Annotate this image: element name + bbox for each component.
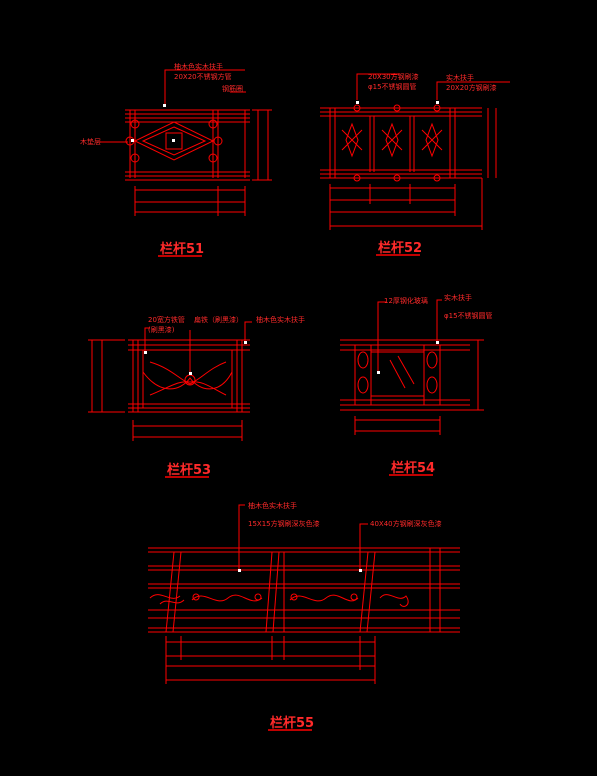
railing-55-drawing — [148, 504, 460, 684]
railing-54-label-glass: 12厚钢化玻璃 — [384, 296, 428, 305]
railing-52-label-square-tube: 20X30方钢刷漆 — [368, 72, 419, 81]
railing-54-markers — [377, 341, 439, 374]
railing-51-markers — [131, 104, 175, 142]
railing-55-title: 栏杆55 — [270, 715, 314, 731]
railing-51-label-ring: 钢筋圈 — [222, 84, 243, 93]
railing-55-markers — [238, 569, 362, 572]
railing-51-title: 栏杆51 — [160, 241, 204, 257]
railing-54-title: 栏杆54 — [391, 460, 435, 476]
railing-52-drawing — [320, 73, 510, 230]
railing-54-label-handrail: 实木扶手 — [444, 293, 472, 302]
railing-52-title: 栏杆52 — [378, 240, 422, 256]
railing-52-label-round-tube: φ15不锈钢圆管 — [368, 82, 417, 91]
railing-52-label-handrail: 实木扶手 — [446, 73, 474, 82]
railing-51-drawing — [100, 69, 272, 216]
railing-53-title: 栏杆53 — [167, 462, 211, 478]
railing-51-label-handrail: 柚木色实木扶手 — [174, 62, 223, 71]
railing-51-label-wood: 木垫层 — [80, 137, 101, 146]
railing-52-label-small-tube: 20X20方钢刷漆 — [446, 83, 497, 92]
railing-53-label-handrail: 柚木色实木扶手 — [256, 315, 305, 324]
railing-53-drawing — [88, 321, 252, 441]
railing-55-label-handrail: 柚木色实木扶手 — [248, 501, 297, 510]
railing-51-label-square-tube: 20X20不锈钢方管 — [174, 72, 232, 81]
railing-52-markers — [356, 101, 439, 104]
railing-54-drawing — [340, 299, 484, 435]
railing-54-label-round-tube: φ15不锈钢圆管 — [444, 311, 493, 320]
railing-55-label-large-tube: 40X40方钢刷深灰色漆 — [370, 519, 442, 528]
railing-53-label-flat-iron: 扁铁（刷黑漆） — [194, 315, 243, 324]
railing-55-label-small-tube: 15X15方钢刷深灰色漆 — [248, 519, 320, 528]
railing-53-markers — [144, 341, 247, 375]
railing-53-label-square-tube: 20宽方铁管 — [148, 315, 185, 324]
railing-53-label-paint: (刷黑漆) — [148, 325, 175, 334]
